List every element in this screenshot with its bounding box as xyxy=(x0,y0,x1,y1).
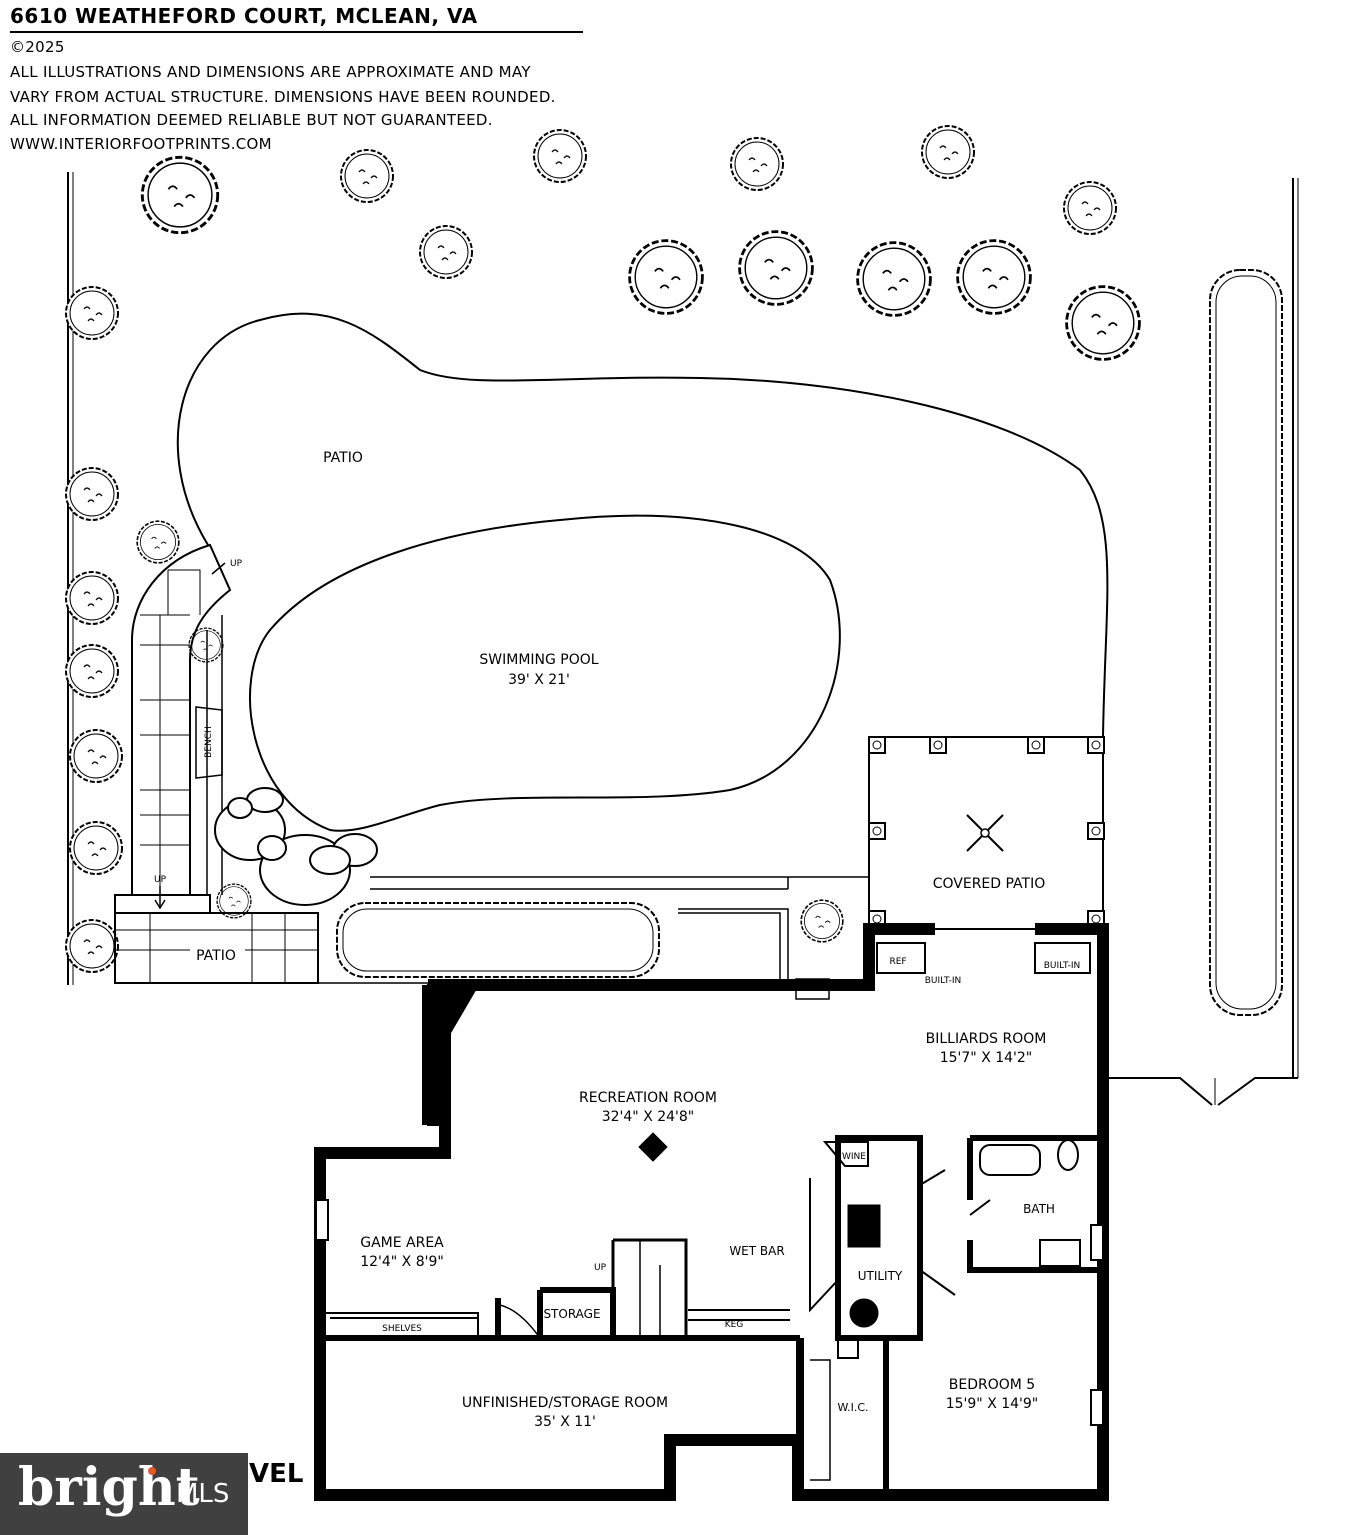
built-in-label-2: BUILT-IN xyxy=(1044,961,1081,971)
bath-label: BATH xyxy=(1023,1202,1055,1216)
watermark-accent-dot xyxy=(148,1467,156,1475)
pool-dimensions-label: 39' X 21' xyxy=(508,672,570,688)
website-link[interactable]: WWW.INTERIORFOOTPRINTS.COM xyxy=(10,135,272,153)
bright-mls-watermark: bright MLS xyxy=(0,1453,248,1535)
copyright-notice: ©2025 xyxy=(10,38,65,56)
house-walls xyxy=(314,923,1109,1501)
hedges xyxy=(336,269,1283,1016)
built-in-label-1: BUILT-IN xyxy=(925,976,962,986)
patio-upper-label: PATIO xyxy=(323,450,363,466)
patio-outline xyxy=(176,312,1109,738)
bedroom-5-dims: 15'9" X 14'9" xyxy=(946,1396,1039,1412)
title-underline xyxy=(10,31,583,33)
up-arrows xyxy=(154,562,226,910)
storage-label: STORAGE xyxy=(543,1307,600,1321)
bedroom-5-name: BEDROOM 5 xyxy=(949,1377,1035,1393)
utility-label: UTILITY xyxy=(858,1269,903,1283)
covered-patio-label: COVERED PATIO xyxy=(933,876,1046,892)
bench-label: BENCH xyxy=(204,726,214,758)
walk-in-closet-label: W.I.C. xyxy=(837,1401,868,1414)
watermark-suffix: MLS xyxy=(176,1479,230,1509)
unfinished-room-name: UNFINISHED/STORAGE ROOM xyxy=(462,1395,668,1411)
shelves-label: SHELVES xyxy=(382,1324,422,1334)
house-fixtures xyxy=(315,942,1104,1481)
pool-name-label: SWIMMING POOL xyxy=(479,652,598,668)
covered-patio-structure xyxy=(868,736,1105,930)
wet-bar-label: WET BAR xyxy=(729,1244,784,1258)
level-label-fragment: VEL xyxy=(249,1459,304,1489)
unfinished-room-dims: 35' X 11' xyxy=(534,1414,596,1430)
game-area-name: GAME AREA xyxy=(360,1235,444,1251)
disclaimer-line-1: ALL ILLUSTRATIONS AND DIMENSIONS ARE APP… xyxy=(10,63,531,81)
stairs-up-upper-label: UP xyxy=(230,559,243,569)
billiards-room-dims: 15'7" X 14'2" xyxy=(940,1050,1033,1066)
game-area-dims: 12'4" X 8'9" xyxy=(360,1254,444,1270)
stairs-up-label: UP xyxy=(594,1263,607,1273)
recreation-room-name: RECREATION ROOM xyxy=(579,1090,717,1106)
swimming-pool xyxy=(249,514,841,832)
patio-lower-label: PATIO xyxy=(196,948,236,964)
plan-title: 6610 WEATHEFORD COURT, MCLEAN, VA xyxy=(10,4,478,28)
disclaimer-line-2: VARY FROM ACTUAL STRUCTURE. DIMENSIONS H… xyxy=(10,88,556,106)
keg-label: KEG xyxy=(725,1320,744,1330)
disclaimer-line-3: ALL INFORMATION DEEMED RELIABLE BUT NOT … xyxy=(10,111,493,129)
rock-waterfall xyxy=(214,787,378,906)
stairs-up-lower-label: UP xyxy=(154,875,167,885)
wine-label: WINE xyxy=(842,1152,866,1162)
recreation-room-dims: 32'4" X 24'8" xyxy=(602,1109,695,1125)
watermark-word: bright xyxy=(18,1457,200,1518)
ref-label: REF xyxy=(889,957,906,967)
billiards-room-name: BILLIARDS ROOM xyxy=(926,1031,1047,1047)
